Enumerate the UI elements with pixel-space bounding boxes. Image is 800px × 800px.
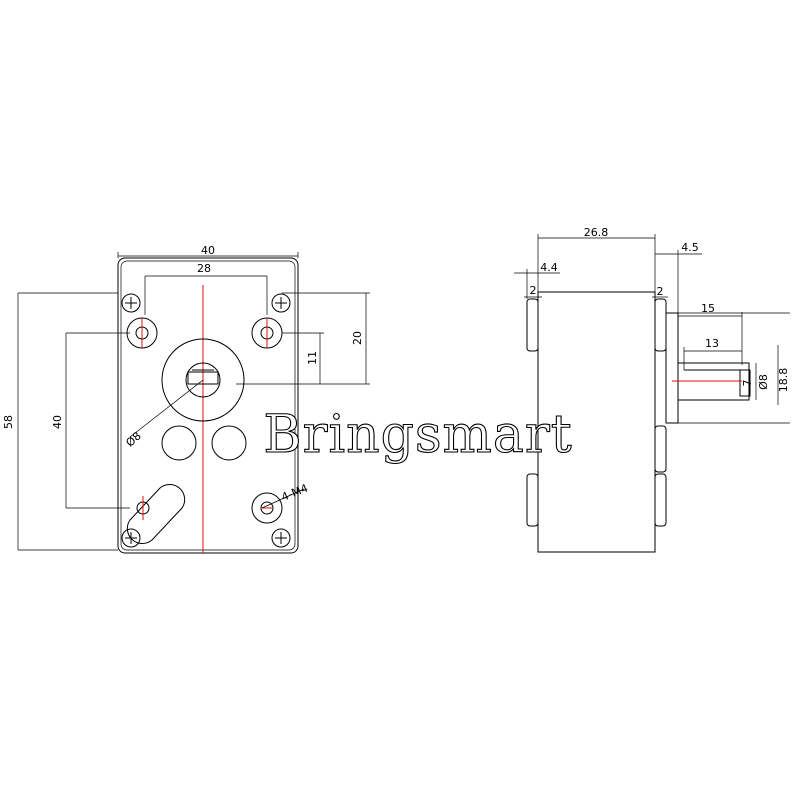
dim-text-shaft-dia-side: Ø8: [757, 374, 770, 390]
dim-text-11: 11: [306, 351, 319, 365]
dim-shaft-length-15: 15: [678, 302, 743, 365]
side-output-boss: [665, 312, 679, 424]
dim-hole-spacing-40: 40: [51, 332, 130, 509]
mount-hole-bottom-right: [251, 492, 283, 524]
dim-text-40-vertical: 40: [51, 415, 64, 429]
leader-screw-spec: 4-M4: [261, 482, 310, 509]
dim-flange-offset-4-4: 4.4: [514, 261, 560, 299]
dim-text-4-5: 4.5: [681, 241, 699, 254]
side-flange-left-bottom: [526, 473, 539, 527]
dim-text-40-width: 40: [201, 244, 215, 257]
dim-text-shaft-dia-front: Ø8: [123, 429, 143, 449]
dim-text-58: 58: [2, 415, 15, 429]
dim-flat-width-7: 7: [741, 380, 754, 387]
dim-shaft-dia-side: Ø8: [755, 363, 770, 400]
dim-offset-11: 11: [282, 332, 324, 384]
dim-text-7: 7: [741, 380, 754, 387]
side-view: 26.8 4.5 4.4 2 2 15: [514, 226, 790, 553]
watermark-text: Bringsmart: [263, 405, 572, 465]
dim-boss-dia-18-8: 18.8: [678, 312, 790, 424]
dim-text-20: 20: [351, 331, 364, 345]
dim-hole-spacing-28: 28: [144, 262, 268, 315]
dim-body-width-26-8: 26.8: [537, 226, 656, 292]
side-shaft-key: [739, 369, 751, 397]
dim-height-58: 58: [2, 292, 118, 551]
corner-screw-top-left: [121, 293, 141, 313]
dim-text-2-right: 2: [657, 285, 664, 298]
dim-flat-length-13: 13: [683, 337, 742, 370]
side-body-outline: [537, 291, 656, 553]
dim-shaft-offset-4-5: 4.5: [655, 241, 702, 313]
side-flange-right-top: [654, 298, 667, 352]
front-body-outline: [117, 257, 299, 554]
dim-text-18-8: 18.8: [777, 368, 790, 393]
dim-text-28: 28: [197, 262, 211, 275]
dim-text-2-left: 2: [530, 284, 537, 297]
dim-width-40: 40: [117, 244, 299, 258]
dim-flange-left-2: 2: [524, 284, 542, 298]
dim-text-4-4: 4.4: [540, 261, 558, 274]
front-body-inner-outline: [120, 260, 296, 551]
dim-text-13: 13: [705, 337, 719, 350]
dim-offset-20: 20: [236, 292, 370, 385]
idler-hole-right: [211, 425, 247, 461]
dim-flange-right-2: 2: [652, 285, 668, 298]
mount-hole-top-right: [251, 317, 283, 349]
side-flange-right-bottom: [654, 473, 667, 527]
corner-screw-top-right: [271, 293, 291, 313]
output-shaft-front: [161, 338, 245, 422]
mount-slot-bottom-left: [126, 484, 186, 544]
dim-text-15: 15: [701, 302, 715, 315]
side-flange-right-middle: [654, 425, 667, 473]
idler-hole-left: [161, 425, 197, 461]
corner-screw-bottom-right: [271, 528, 291, 548]
side-flange-left-top: [526, 298, 539, 352]
dim-text-26-8: 26.8: [584, 226, 609, 239]
mount-hole-top-left: [126, 317, 158, 349]
front-view: 40 28 58 40 20: [2, 244, 370, 554]
